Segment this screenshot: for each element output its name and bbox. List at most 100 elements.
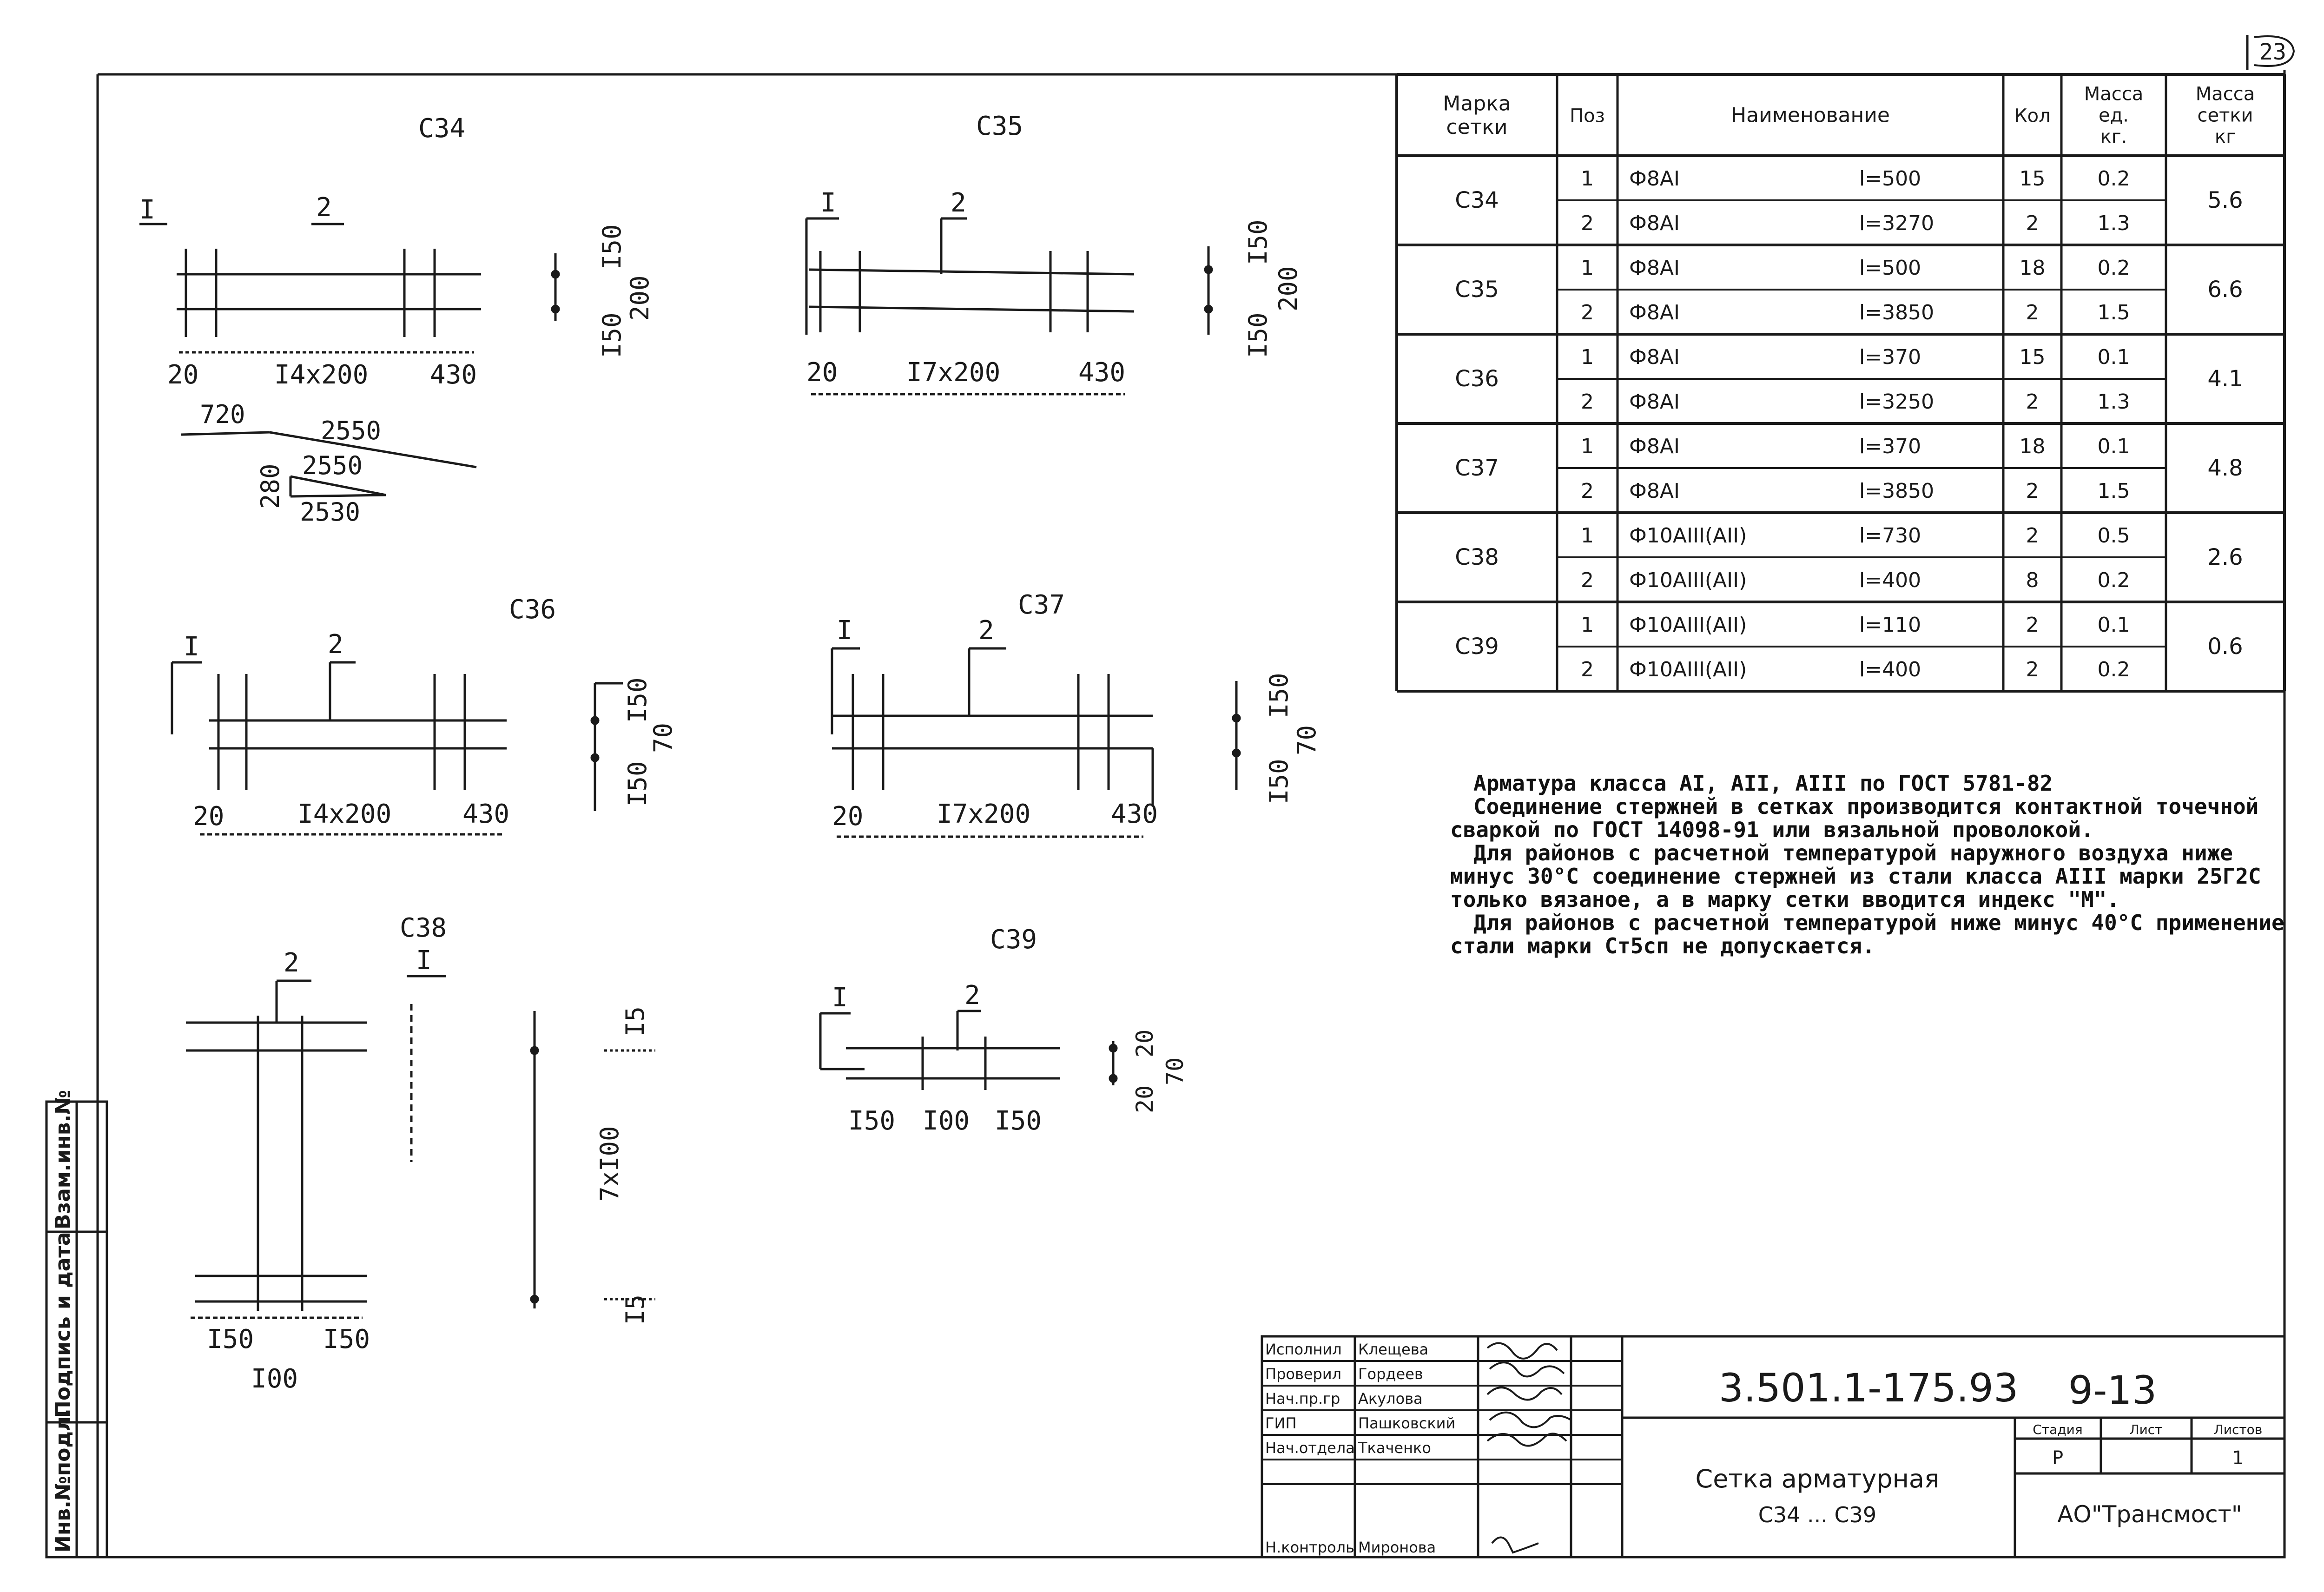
c36-side-total: 70 — [648, 723, 678, 753]
table-cell-mass: 0.2 — [2098, 568, 2130, 592]
table-header-cell: ед. — [2099, 105, 2129, 126]
table-header-cell: Наименование — [1731, 104, 1890, 127]
table-cell-mark: С39 — [1455, 634, 1499, 660]
c36-pos2: 2 — [328, 629, 343, 660]
table-cell-qty: 15 — [2020, 167, 2046, 191]
table-cell-mass: 0.1 — [2098, 435, 2130, 458]
c37-side-total: 70 — [1292, 725, 1321, 755]
table-cell-name: Ф8АI — [1629, 435, 1680, 458]
table-cell-pos: 1 — [1581, 613, 1594, 637]
c38-side-bot: I5 — [621, 1295, 650, 1325]
c36-side-top: I50 — [623, 677, 652, 723]
c34-pos2: 2 — [316, 192, 332, 223]
stage-label: Стадия — [2033, 1422, 2082, 1437]
table-cell-name: Ф10АIII(АII) — [1629, 658, 1747, 681]
note-4: Для районов с расчетной температурой ниж… — [1450, 910, 2284, 958]
table-cell-pos: 2 — [1581, 658, 1594, 681]
sheet-number: 23 — [2246, 35, 2295, 70]
table-cell-pos: 1 — [1581, 256, 1594, 280]
drawing-c37: С37 I 2 20 I7x200 430 I50 I50 70 — [831, 590, 1321, 838]
table-cell-length: l=400 — [1859, 658, 1921, 681]
table-header-cell: Масса — [2196, 84, 2255, 105]
c39-side-total: 70 — [1162, 1057, 1188, 1085]
table-cell-mass: 1.5 — [2098, 301, 2130, 324]
c34-dim-right: 430 — [430, 360, 477, 390]
drawing-c39: С39 I 2 I50 I00 I50 20 20 70 — [819, 925, 1188, 1136]
doc-name-line1: Сетка арматурная — [1695, 1464, 1939, 1493]
table-cell-mass: 0.2 — [2098, 658, 2130, 681]
table-cell-name: Ф8АI — [1629, 390, 1680, 414]
c35-dim-left: 20 — [806, 357, 838, 388]
table-cell-name: Ф8АI — [1629, 256, 1680, 280]
table-cell-mark: С34 — [1455, 187, 1499, 213]
table-cell-length: l=500 — [1859, 167, 1921, 191]
c36-dim-right: 430 — [462, 799, 509, 829]
signature-role: Н.контроль — [1265, 1539, 1354, 1556]
note-2: Соединение стержней в сетках производитс… — [1450, 794, 2259, 842]
table-cell-total: 4.8 — [2207, 455, 2243, 481]
c38-side-top: I5 — [621, 1006, 650, 1037]
c36-title: С36 — [509, 595, 556, 625]
c35-side-total: 200 — [1274, 266, 1303, 311]
table-cell-mass: 0.5 — [2098, 524, 2130, 548]
table-cell-length: l=3270 — [1859, 211, 1934, 235]
c35-dim-right: 430 — [1078, 357, 1125, 388]
table-header-cell: Масса — [2084, 84, 2144, 105]
table-cell-mass: 0.1 — [2098, 613, 2130, 637]
c34-dim-mid: I4x200 — [274, 360, 368, 390]
doc-code: 3.501.1-175.93 — [1719, 1365, 2019, 1411]
table-cell-qty: 2 — [2026, 301, 2039, 324]
table-cell-name: Ф10АIII(АII) — [1629, 613, 1747, 637]
c35-dim-mid: I7x200 — [906, 357, 1000, 388]
note-1: Арматура класса АI, АII, АIII по ГОСТ 57… — [1473, 771, 2053, 796]
c37-pos1: I — [837, 615, 852, 646]
table-cell-total: 5.6 — [2207, 187, 2243, 213]
table-cell-total: 0.6 — [2207, 634, 2243, 660]
c38-dim-mid: I00 — [251, 1364, 298, 1394]
c39-pos2: 2 — [964, 980, 980, 1011]
table-cell-length: l=400 — [1859, 568, 1921, 592]
table-cell-length: l=110 — [1859, 613, 1921, 637]
c39-dim-right: I50 — [995, 1106, 1042, 1136]
c37-dim-mid: I7x200 — [937, 799, 1030, 829]
table-cell-qty: 18 — [2020, 435, 2046, 458]
c39-pos1: I — [832, 983, 848, 1013]
table-cell-name: Ф10АIII(АII) — [1629, 568, 1747, 592]
c38-side-mid: 7xI00 — [595, 1126, 624, 1202]
table-cell-name: Ф8АI — [1629, 167, 1680, 191]
c35-pos1: I — [820, 188, 836, 218]
table-cell-length: l=3850 — [1859, 479, 1934, 503]
c34-bend-c: 2550 — [302, 451, 363, 480]
table-header-cell: кг — [2215, 126, 2236, 148]
signature-role: Нач.отдела — [1265, 1439, 1355, 1457]
table-cell-mark: С37 — [1455, 455, 1499, 481]
c37-title: С37 — [1018, 590, 1065, 620]
table-cell-mass: 1.3 — [2098, 211, 2130, 235]
stamp-sign-date: Подпись и дата — [51, 1232, 75, 1418]
table-cell-name: Ф8АI — [1629, 345, 1680, 369]
signature-name: Клещева — [1358, 1341, 1428, 1358]
c38-pos1: I — [416, 945, 432, 976]
doc-name-line2: С34 ... С39 — [1758, 1502, 1876, 1527]
c39-dim-mid: I00 — [923, 1106, 970, 1136]
c39-side-top: 20 — [1131, 1030, 1158, 1057]
table-cell-pos: 1 — [1581, 345, 1594, 369]
drawing-c36: С36 I 2 20 I4x200 430 I50 I50 70 — [171, 595, 678, 836]
signature-role: Проверил — [1265, 1365, 1341, 1383]
sheet-code: 9-13 — [2068, 1367, 2157, 1413]
table-header-cell: сетки — [2197, 105, 2253, 126]
c34-bend-b: 2550 — [321, 416, 381, 445]
table-cell-qty: 2 — [2026, 613, 2039, 637]
table-cell-mark: С36 — [1455, 366, 1499, 392]
table-cell-mass: 0.1 — [2098, 345, 2130, 369]
c38-dim-right: I50 — [323, 1324, 370, 1354]
table-cell-pos: 2 — [1581, 301, 1594, 324]
table-cell-total: 6.6 — [2207, 277, 2243, 303]
sheet-number-text: 23 — [2259, 39, 2286, 65]
sheet-label: Лист — [2130, 1422, 2163, 1437]
c34-title: С34 — [418, 113, 465, 144]
c38-pos2: 2 — [284, 948, 299, 978]
